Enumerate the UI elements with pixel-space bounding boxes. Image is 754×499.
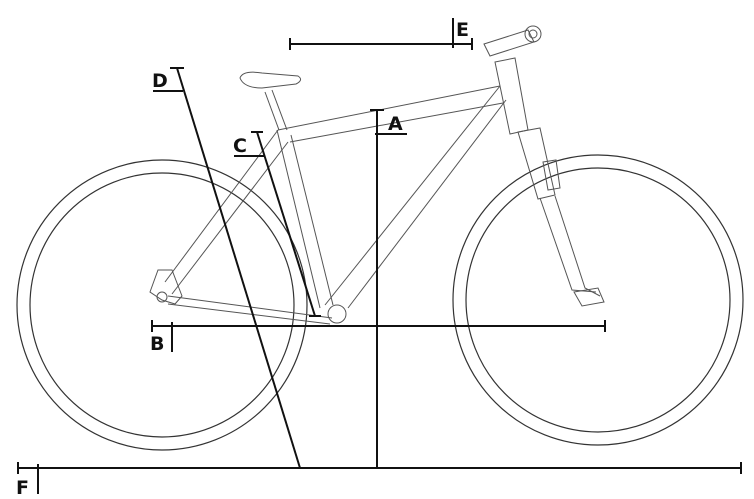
label-f: F xyxy=(16,477,29,499)
head-tube xyxy=(494,57,529,135)
bottom-bracket xyxy=(327,304,347,324)
bike-frame xyxy=(149,25,605,325)
rear-wheel xyxy=(16,159,308,451)
dimension-d-line xyxy=(176,67,301,469)
dimension-c-line xyxy=(256,131,316,317)
label-e: E xyxy=(456,19,469,41)
saddle xyxy=(239,71,302,89)
label-c: C xyxy=(233,135,247,157)
front-wheel xyxy=(452,154,744,446)
label-b: B xyxy=(150,333,164,355)
label-a: A xyxy=(388,113,403,135)
stem xyxy=(483,29,535,57)
handlebar xyxy=(524,25,542,43)
label-d: D xyxy=(152,70,168,92)
rear-dropout xyxy=(149,269,183,305)
fork-crown xyxy=(517,127,556,200)
dimension-lines xyxy=(17,18,742,494)
front-dropout xyxy=(573,287,605,307)
